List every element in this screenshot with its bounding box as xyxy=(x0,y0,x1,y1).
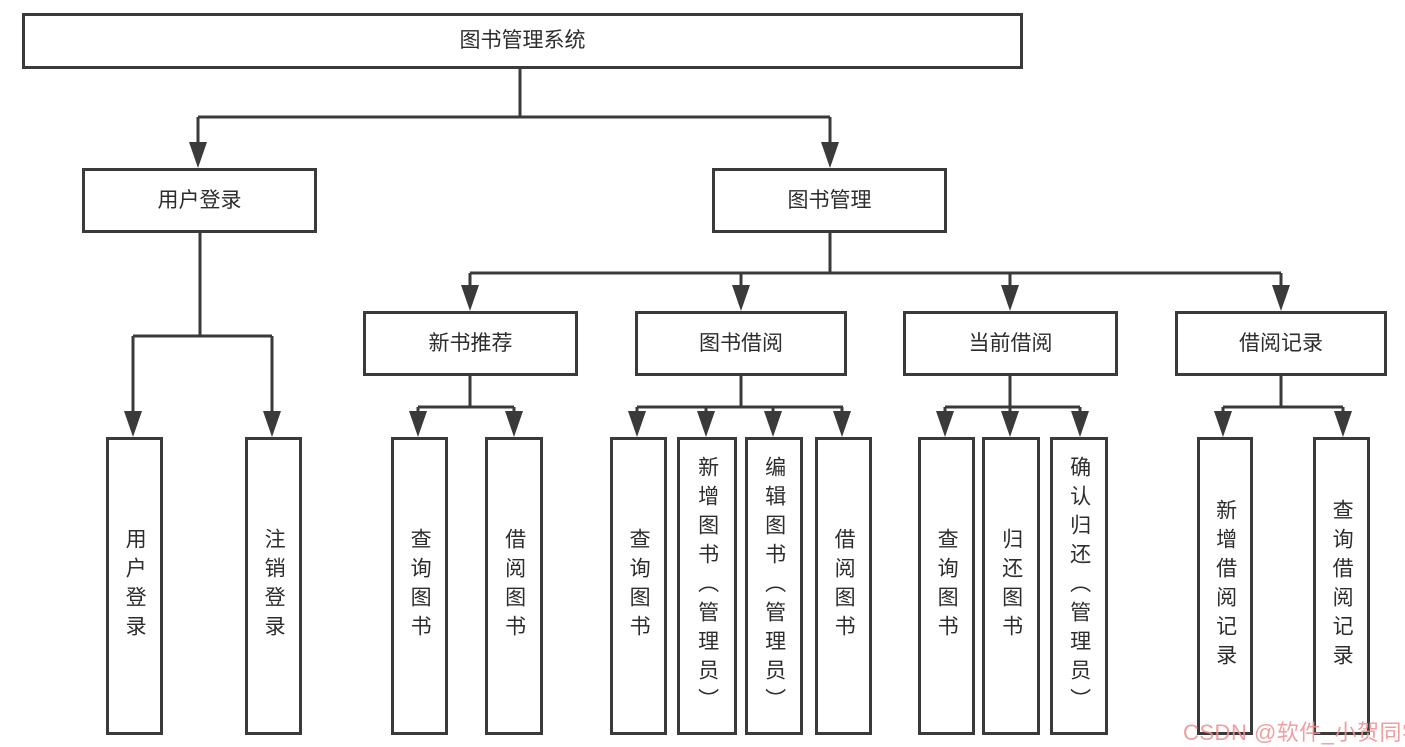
node-new-book-recommendation: 新书推荐 xyxy=(363,311,578,376)
leaf-query-books-borrow: 查询图书 xyxy=(610,437,667,735)
node-library-management-system: 图书管理系统 xyxy=(22,13,1023,69)
leaf-user-login: 用户登录 xyxy=(106,437,163,735)
leaf-query-books-recommend: 查询图书 xyxy=(391,437,448,735)
node-user-login: 用户登录 xyxy=(82,168,317,233)
node-book-management: 图书管理 xyxy=(712,168,947,233)
csdn-watermark: CSDN @软件_小贺同学 xyxy=(1183,720,1405,745)
node-borrowing-records: 借阅记录 xyxy=(1175,311,1387,376)
node-current-borrowing: 当前借阅 xyxy=(903,311,1118,376)
leaf-borrow-books-recommend: 借阅图书 xyxy=(485,437,543,735)
leaf-confirm-return-admin: 确认归还（管理员） xyxy=(1050,437,1108,735)
leaf-return-books: 归还图书 xyxy=(982,437,1040,735)
leaf-edit-books-admin: 编辑图书（管理员） xyxy=(745,437,803,735)
leaf-query-books-current: 查询图书 xyxy=(918,437,975,735)
leaf-borrow-books: 借阅图书 xyxy=(815,437,872,735)
node-book-borrowing: 图书借阅 xyxy=(635,311,847,376)
leaf-add-borrow-record: 新增借阅记录 xyxy=(1197,437,1253,735)
leaf-query-borrow-record: 查询借阅记录 xyxy=(1313,437,1370,735)
leaf-add-books-admin: 新增图书（管理员） xyxy=(677,437,737,735)
leaf-logout: 注销登录 xyxy=(245,437,302,735)
